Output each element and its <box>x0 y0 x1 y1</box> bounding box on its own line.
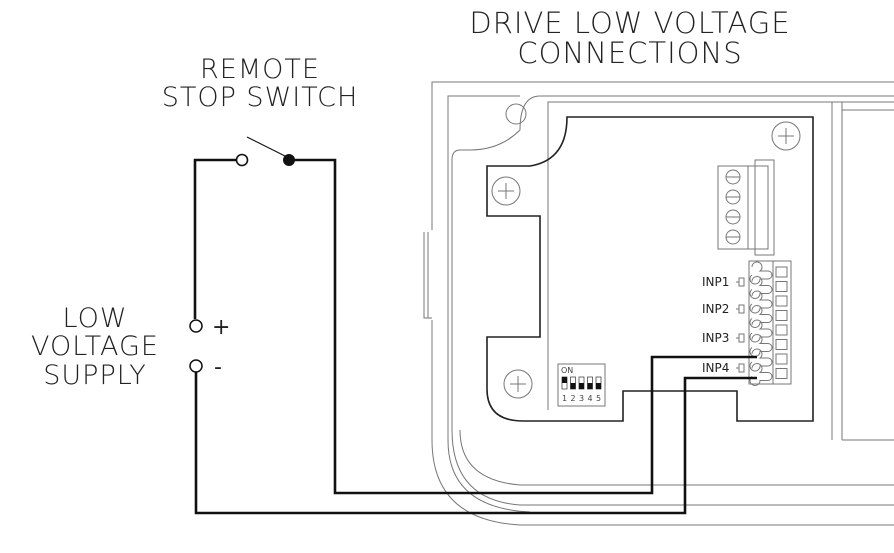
input-pin-icon <box>736 304 745 314</box>
dip-toggle-knob <box>587 383 593 389</box>
dip-toggle-knob <box>570 383 576 389</box>
wire-slot <box>775 368 788 379</box>
circuit-board <box>486 116 814 422</box>
dip-number-3: 3 <box>579 394 584 403</box>
input-label-4: INP4 <box>702 361 729 375</box>
input-label-2: INP2 <box>702 302 729 316</box>
drive-enclosure <box>423 81 894 526</box>
dip-number-1: 1 <box>562 394 567 403</box>
power-connector <box>717 159 775 256</box>
wire-slot <box>775 310 788 321</box>
supply-plus-terminal <box>189 319 203 333</box>
dip-toggle-knob <box>579 383 584 389</box>
wire-slot <box>775 295 788 307</box>
supply-label-line-2: VOLTAGE <box>31 331 159 363</box>
screw-terminal <box>749 305 773 328</box>
title: DRIVE LOW VOLTAGE CONNECTIONS <box>440 8 820 69</box>
screw-icon <box>491 176 521 206</box>
screw-terminal <box>749 334 773 357</box>
screw-terminal <box>749 348 773 372</box>
input-label-3: INP3 <box>702 331 729 345</box>
screw-terminal <box>749 290 773 314</box>
supply-label-line-1: LOW <box>62 303 128 334</box>
dip-number-5: 5 <box>596 394 601 403</box>
wire-supply-plus-to-switch <box>193 158 237 319</box>
screw-terminal <box>749 276 773 299</box>
remote-stop-switch <box>235 136 295 167</box>
screw-terminal <box>749 363 773 386</box>
dip-toggle-knob <box>596 383 601 389</box>
dip-number-4: 4 <box>588 394 593 403</box>
wire-supply-minus-to-inp4-common <box>194 372 757 515</box>
wire-slot <box>775 266 788 278</box>
switch-label-line-1: REMOTE <box>200 54 320 85</box>
screw-terminal <box>749 261 773 285</box>
supply-minus-terminal <box>189 359 203 373</box>
wire-slot <box>775 353 788 365</box>
minus-label: - <box>214 355 222 380</box>
screw-icon <box>503 369 533 399</box>
title-line-1: DRIVE LOW VOLTAGE <box>469 6 791 40</box>
wire-switch-to-inp4 <box>294 158 757 495</box>
input-pin-icon <box>736 363 745 373</box>
screw-icon <box>771 121 801 151</box>
dip-on-label: ON <box>561 366 573 375</box>
screw-terminal <box>749 319 773 343</box>
wire-slot <box>775 281 788 292</box>
input-pin-icon <box>736 333 745 343</box>
switch-label-line-2: STOP SWITCH <box>161 82 359 114</box>
plus-label: + <box>212 315 230 340</box>
dip-toggle-knob <box>562 377 567 383</box>
supply-label-line-3: SUPPLY <box>43 359 147 391</box>
dip-number-2: 2 <box>571 394 576 403</box>
wire-slot <box>775 324 788 336</box>
switch-label: REMOTE STOP SWITCH <box>140 54 380 114</box>
wire-slot <box>775 339 788 350</box>
title-line-2: CONNECTIONS <box>517 36 743 71</box>
input-label-1: INP1 <box>702 275 729 289</box>
input-pin-icon <box>736 277 745 287</box>
supply-label: LOW VOLTAGE SUPPLY <box>10 303 180 391</box>
